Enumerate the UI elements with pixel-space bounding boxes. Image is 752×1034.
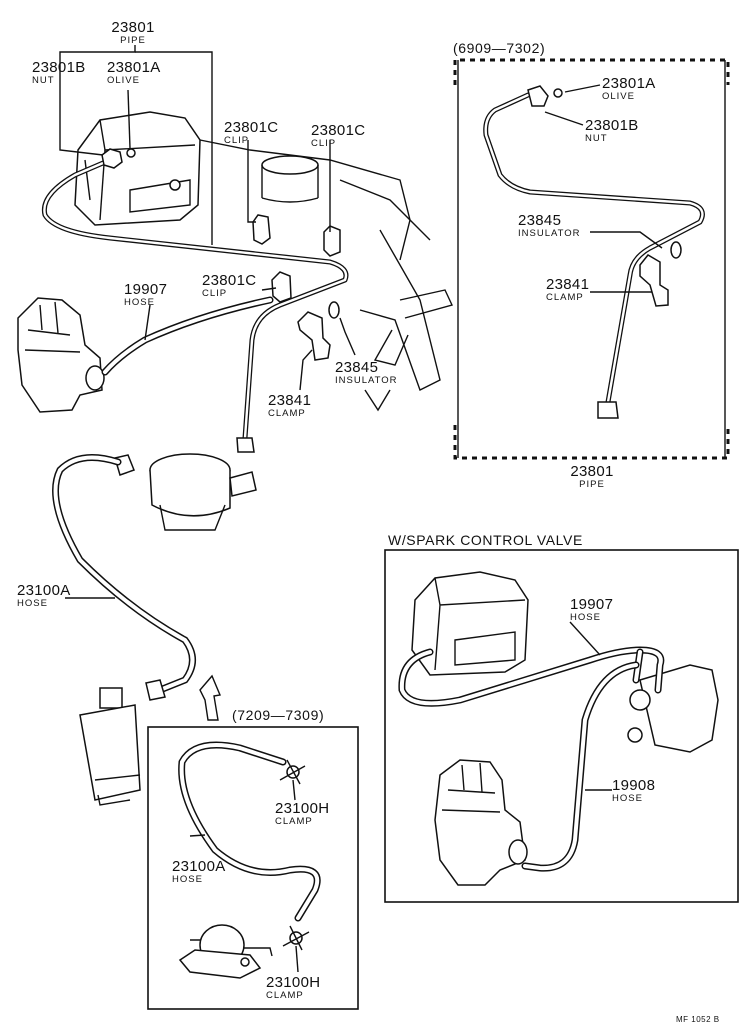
- inset-fuel-frame: [147, 726, 359, 1010]
- part-number: 23801: [111, 19, 155, 36]
- spark-hose-2: [521, 661, 640, 872]
- label-inset-olive: 23801A OLIVE: [602, 76, 656, 102]
- clamp-and-insulator: [297, 301, 340, 361]
- label-fuel-clamp-1: 23100H CLAMP: [275, 801, 329, 827]
- inset-fuel-clamps: [279, 759, 310, 951]
- spark-carb-illustration: [411, 571, 529, 676]
- carburetor-illustration: [74, 111, 201, 226]
- part-number: 23841: [268, 392, 312, 409]
- part-number: 23801C: [224, 119, 279, 136]
- part-number: 23801: [570, 463, 614, 480]
- spark-valve-illustration: [627, 664, 719, 753]
- inset-spark-title: W/SPARK CONTROL VALVE: [388, 532, 583, 548]
- label-clip-3: 23801C CLIP: [202, 273, 256, 299]
- label-nut: 23801B NUT: [32, 60, 86, 86]
- leader-lines-fuel: [189, 779, 299, 973]
- engine-block-illustration: [199, 139, 431, 261]
- distributor-illustration: [17, 297, 105, 413]
- fuel-pump-illustration: [114, 453, 257, 531]
- fuel-pipe: [41, 157, 349, 441]
- part-caption: HOSE: [570, 612, 601, 623]
- label-pipe: 23801 PIPE: [102, 20, 164, 46]
- part-caption: CLIP: [202, 288, 228, 299]
- label-olive: 23801A OLIVE: [107, 60, 161, 86]
- pipe-nut: [101, 148, 255, 453]
- part-caption: NUT: [32, 75, 55, 86]
- part-number: 19907: [124, 281, 168, 298]
- part-caption: HOSE: [612, 793, 643, 804]
- arrow-to-inset: [199, 674, 221, 721]
- label-inset-insulator: 23845 INSULATOR: [518, 213, 581, 239]
- label-inset-pipe: 23801 PIPE: [562, 464, 622, 490]
- inset-pipe-frame: [453, 58, 730, 460]
- part-number: 23845: [518, 212, 562, 229]
- part-number: 23801B: [585, 117, 639, 134]
- leader-lines-main: [59, 45, 391, 599]
- part-caption: HOSE: [17, 598, 48, 609]
- diagram-code: MF 1052 B: [676, 1015, 720, 1024]
- part-caption: HOSE: [172, 874, 203, 885]
- label-clamp: 23841 CLAMP: [268, 393, 311, 419]
- part-caption: INSULATOR: [335, 375, 398, 386]
- part-caption: CLAMP: [266, 990, 304, 1001]
- inset-fuel-range: (7209—7309): [232, 707, 325, 723]
- label-inset-clamp: 23841 CLAMP: [546, 277, 589, 303]
- part-caption: INSULATOR: [518, 228, 581, 239]
- inset-pipe-range: (6909—7302): [453, 40, 546, 56]
- part-number: 23841: [546, 276, 590, 293]
- label-fuel-clamp-2: 23100H CLAMP: [266, 975, 320, 1001]
- part-caption: CLIP: [224, 135, 250, 146]
- part-caption: CLAMP: [268, 408, 306, 419]
- part-caption: CLIP: [311, 138, 337, 149]
- part-number: 23801C: [202, 272, 257, 289]
- part-caption: NUT: [585, 133, 608, 144]
- label-hose: 19907 HOSE: [124, 282, 167, 308]
- leader-lines-inset-pipe: [544, 84, 663, 293]
- label-clip-2: 23801C CLIP: [311, 123, 365, 149]
- part-number: 23100A: [172, 858, 226, 875]
- clips: [252, 214, 341, 303]
- label-clip-1: 23801C CLIP: [224, 120, 278, 146]
- part-number: 23100H: [275, 800, 330, 817]
- part-caption: OLIVE: [602, 91, 635, 102]
- part-number: 23801A: [602, 75, 656, 92]
- part-number: 19907: [570, 596, 614, 613]
- label-spark-hose-2: 19908 HOSE: [612, 778, 655, 804]
- inset-fuel-filter: [178, 924, 273, 979]
- vacuum-hose: [101, 296, 274, 376]
- fan-illustration: [359, 229, 453, 391]
- part-number: 23801A: [107, 59, 161, 76]
- part-caption: PIPE: [120, 35, 146, 46]
- part-caption: CLAMP: [546, 292, 584, 303]
- part-number: 23801C: [311, 122, 366, 139]
- label-fuel-hose-inset: 23100A HOSE: [172, 859, 226, 885]
- fuel-filter-illustration: [79, 687, 141, 806]
- inset-spark-frame: [384, 549, 739, 903]
- part-caption: HOSE: [124, 297, 155, 308]
- part-caption: CLAMP: [275, 816, 313, 827]
- label-fuel-hose: 23100A HOSE: [17, 583, 71, 609]
- part-number: 23100A: [17, 582, 71, 599]
- part-number: 19908: [612, 777, 656, 794]
- part-number: 23845: [335, 359, 379, 376]
- leader-lines-spark: [569, 621, 612, 791]
- inset-fuel-hose: [178, 741, 321, 922]
- part-number: 23100H: [266, 974, 321, 991]
- label-insulator: 23845 INSULATOR: [335, 360, 398, 386]
- label-spark-hose-1: 19907 HOSE: [570, 597, 613, 623]
- label-inset-nut: 23801B NUT: [585, 118, 639, 144]
- part-number: 23801B: [32, 59, 86, 76]
- inset-pipe: [483, 85, 705, 419]
- part-caption: PIPE: [579, 479, 605, 490]
- fuel-hose: [52, 454, 196, 701]
- spark-distributor-illustration: [434, 759, 528, 886]
- part-caption: OLIVE: [107, 75, 140, 86]
